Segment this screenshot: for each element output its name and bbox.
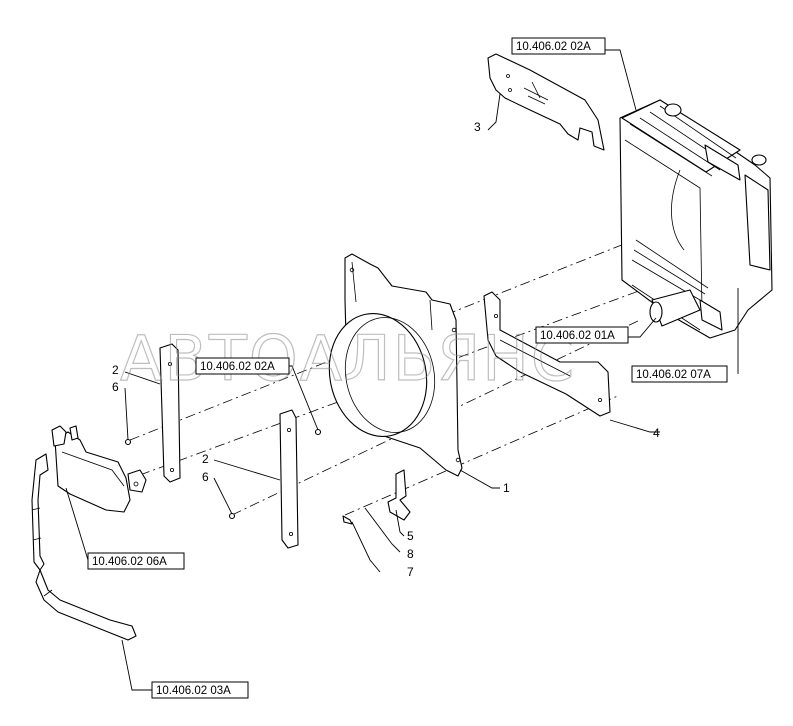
side-bracket-plate (483, 291, 611, 417)
side-strip-center (279, 409, 299, 549)
upper-shroud-plate (487, 53, 605, 151)
radiator (619, 99, 773, 339)
ref-box-bracket[interactable]: 10.406.02 01A (535, 326, 629, 344)
callout-8: 8 (407, 547, 414, 561)
ref-label-radiator-top: 10.406.02 02A (516, 41, 591, 53)
ref-label-radiator-mid: 10.406.02 02A (200, 361, 275, 373)
ref-label-hose: 10.406.02 07A (636, 369, 711, 381)
callout-1: 1 (503, 481, 510, 495)
small-bracket (387, 469, 411, 521)
callout-5: 5 (407, 529, 414, 543)
callout-2-center: 2 (202, 452, 209, 466)
fan-shroud (328, 253, 463, 477)
side-strip-left (159, 343, 181, 483)
fasteners (124, 428, 353, 525)
callout-2-left: 2 (112, 363, 119, 377)
ref-box-hose[interactable]: 10.406.02 07A (631, 365, 728, 383)
ref-label-bracket: 10.406.02 01A (540, 330, 615, 342)
callout-7: 7 (407, 565, 414, 579)
expansion-tank (51, 425, 147, 513)
overflow-pipe (31, 453, 137, 641)
callout-3: 3 (474, 120, 481, 134)
watermark-text: АВТОАЛЬЯНС (120, 322, 576, 395)
ref-label-pipe: 10.406.02 03A (156, 685, 231, 697)
callout-4: 4 (653, 426, 660, 440)
callout-6-center: 6 (202, 470, 209, 484)
callout-6-left: 6 (112, 380, 119, 394)
ref-box-tank[interactable]: 10.406.02 06A (87, 552, 185, 570)
ref-label-tank: 10.406.02 06A (92, 556, 167, 568)
ref-box-radiator-mid[interactable]: 10.406.02 02A (195, 357, 290, 375)
ref-box-radiator-top[interactable]: 10.406.02 02A (511, 37, 606, 55)
ref-box-pipe[interactable]: 10.406.02 03A (151, 681, 249, 699)
